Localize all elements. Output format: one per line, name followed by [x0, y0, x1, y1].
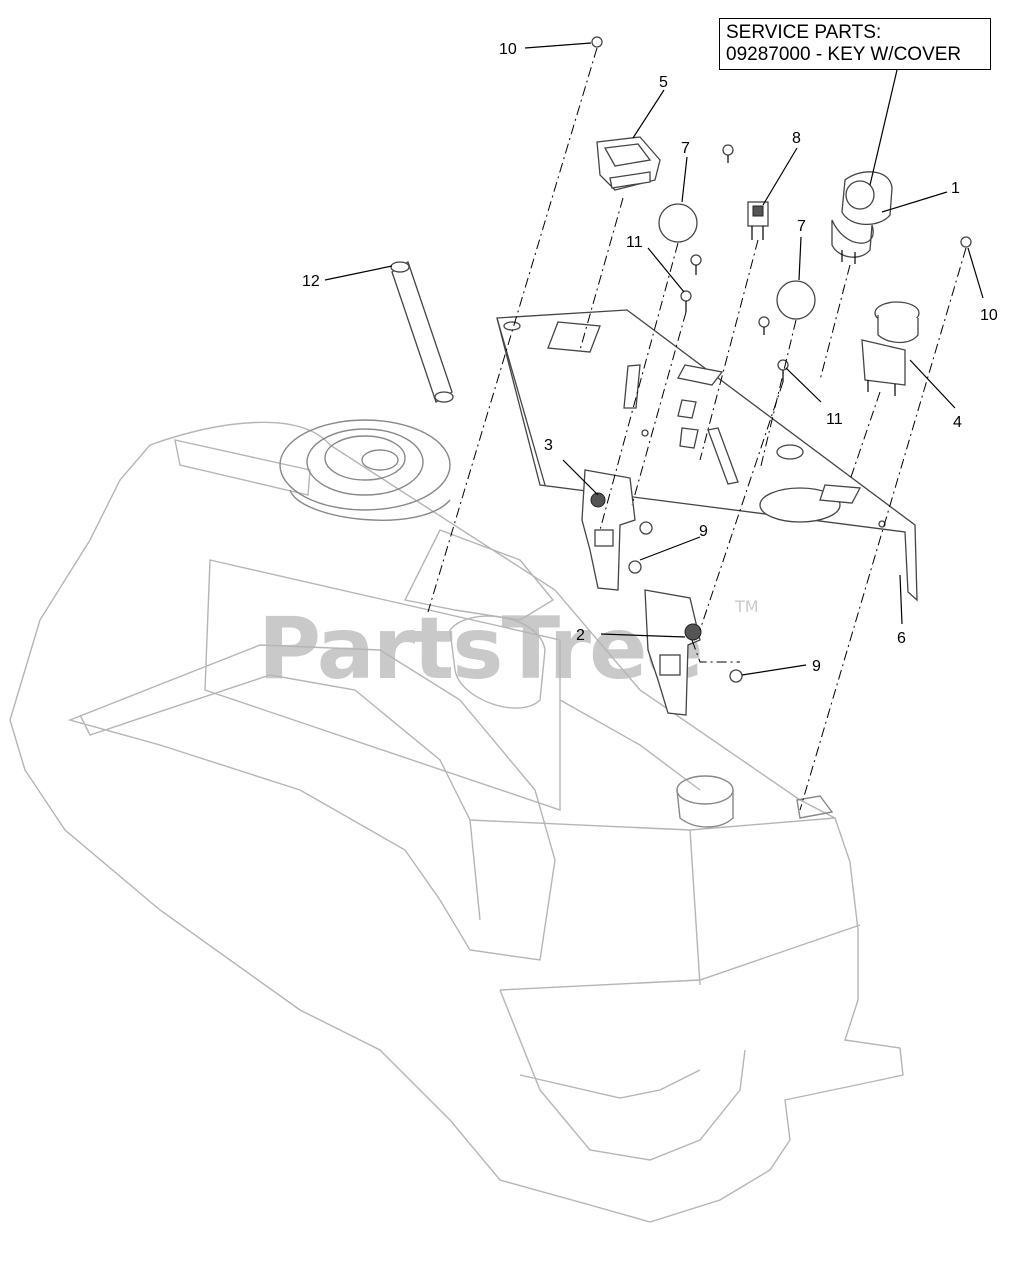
fuel-tank: [9, 419, 904, 1223]
callout-labels: 10 5 7 8 1 11 12 7 10 11 4 3 9 6 2 9: [302, 41, 998, 675]
callout-6: 6: [897, 630, 906, 647]
part-4-pto-switch: [861, 301, 920, 396]
part-1-key-switch: [831, 171, 893, 264]
service-parts-heading: SERVICE PARTS:: [726, 22, 882, 43]
part-8-switch: [747, 201, 769, 240]
callout-9: 9: [812, 658, 821, 675]
callout-10: 10: [499, 41, 517, 58]
callout-11: 11: [826, 411, 843, 428]
dash-panel: [496, 309, 918, 602]
part-7-plug-b: [776, 280, 816, 320]
leader-lines: [324, 42, 984, 676]
callout-3: 3: [544, 437, 553, 454]
part-3-interlock-switch: [581, 469, 636, 591]
watermark-text: PartsTree: [258, 599, 702, 699]
part-2-interlock-switch: [644, 589, 702, 716]
callout-1: 1: [951, 180, 960, 197]
callout-12: 12: [302, 273, 320, 290]
callout-4: 4: [953, 414, 962, 431]
part-12-tube: [390, 261, 454, 403]
callout-5: 5: [659, 74, 668, 91]
alignment-lines: [427, 47, 967, 811]
service-parts-box: SERVICE PARTS: 09287000 - KEY W/COVER: [719, 18, 991, 70]
fasteners: [591, 36, 972, 683]
callout-11: 11: [626, 234, 643, 251]
callout-8: 8: [792, 130, 801, 147]
callout-2: 2: [576, 627, 585, 644]
part-5-hour-meter: [596, 136, 661, 191]
callout-7: 7: [797, 218, 806, 235]
part-7-plug-a: [658, 203, 698, 243]
watermark-trademark: TM: [734, 597, 759, 616]
callout-10: 10: [980, 307, 998, 324]
service-parts-key-cover: 09287000 - KEY W/COVER: [726, 44, 962, 65]
callout-9: 9: [699, 523, 708, 540]
callout-7: 7: [681, 140, 690, 157]
